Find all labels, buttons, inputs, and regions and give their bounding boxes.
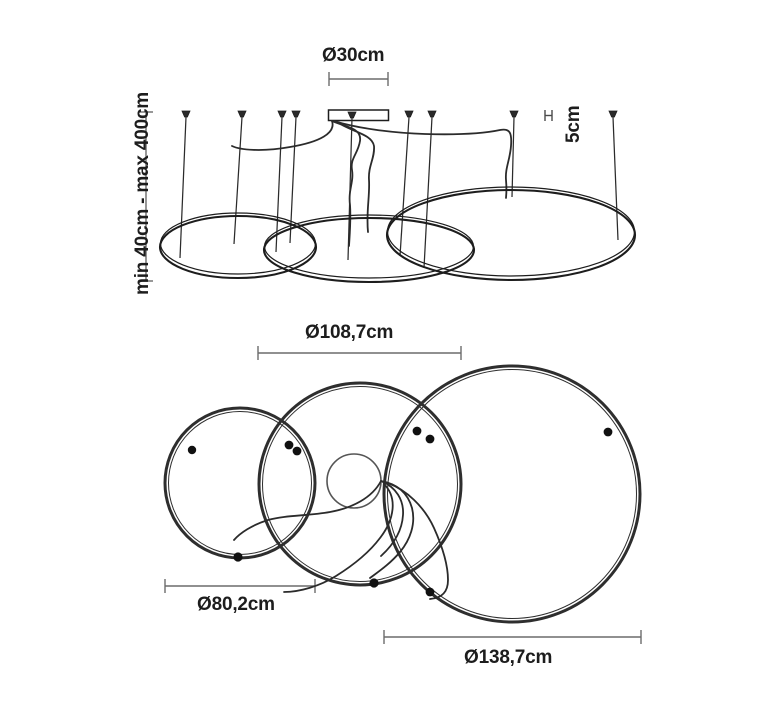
plan-view-group (163, 346, 642, 644)
suspension-height-label: min 40cm - max 400cm (132, 91, 153, 295)
canopy-height-label: 5cm (563, 105, 584, 143)
ring-large-plan (382, 364, 642, 624)
cable-ceiling-caps (181, 110, 618, 119)
ceiling-canopy-plan (326, 453, 382, 509)
ceiling-canopy-elevation (327, 109, 390, 122)
ring-large-diameter-dimension (383, 630, 642, 644)
suspension-point-markers (187, 426, 613, 597)
ring-small-diameter-label: Ø80,2cm (197, 594, 275, 615)
ring-medium-elevation (262, 214, 476, 284)
ring-medium-diameter-dimension (257, 346, 462, 360)
suspension-height-dimension (139, 111, 153, 282)
ring-medium-diameter-label: Ø108,7cm (305, 322, 394, 343)
power-cord-elevation (231, 120, 513, 247)
canopy-diameter-label: Ø30cm (322, 45, 385, 66)
canopy-height-dimension (544, 110, 553, 121)
ring-small-plan (163, 406, 317, 560)
ring-large-diameter-label: Ø138,7cm (464, 647, 553, 668)
canopy-diameter-dimension (328, 72, 389, 86)
ring-medium-plan (257, 381, 463, 587)
elevation-view-group (139, 72, 637, 284)
suspension-cables (179, 116, 619, 269)
ring-large-elevation (385, 186, 637, 282)
power-cord-plan (233, 480, 449, 600)
ring-small-elevation (158, 212, 318, 280)
